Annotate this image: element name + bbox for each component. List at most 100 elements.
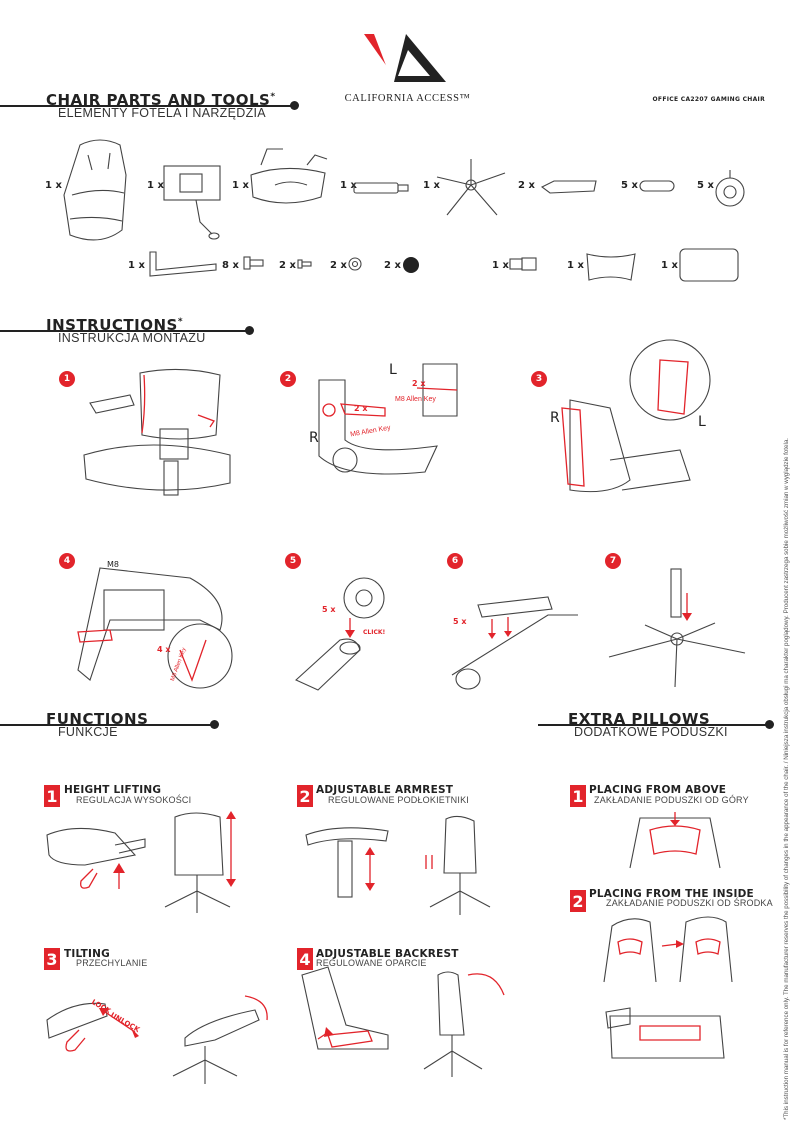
star-base-part-icon [436, 159, 506, 216]
gas-lift-part-icon [353, 182, 409, 194]
part-qty: 8 x [222, 260, 239, 271]
step-badge: 1 [59, 371, 75, 387]
instructions-title-mark: * [177, 317, 184, 327]
part-qty: 1 x [423, 180, 440, 191]
pillow-step-title: PLACING FROM THE INSIDE [589, 888, 754, 900]
step-badge: 4 [59, 553, 75, 569]
part-qty: 1 x [128, 260, 145, 271]
part-qty: 2 x [384, 260, 401, 271]
brand-logo [360, 30, 450, 92]
function-subtitle: REGULACJA WYSOKOŚCI [76, 795, 192, 805]
pillow-step-number: 2 [570, 890, 586, 912]
step2-qty-a: 2 x [412, 379, 426, 388]
step1-illustration [83, 368, 231, 496]
step5-qty: 5 x [322, 605, 336, 614]
functions-title: FUNCTIONS [46, 710, 149, 728]
step6-illustration [451, 596, 578, 690]
instructions-title: INSTRUCTIONS* [46, 316, 183, 334]
seat-part-icon [250, 148, 328, 204]
step-badge: 3 [531, 371, 547, 387]
pillow-step-number: 1 [570, 785, 586, 807]
function-title: HEIGHT LIFTING [64, 784, 162, 796]
tilt-mechanism-part-icon [163, 165, 221, 240]
pillow-step-subtitle: ZAKŁADANIE PODUSZKI OD ŚRODKA [606, 898, 773, 908]
functions-rule-dot [210, 720, 219, 729]
part-qty: 1 x [661, 260, 678, 271]
brand-name: CALIFORNIA ACCESS™ [344, 93, 471, 104]
function-number: 3 [44, 948, 60, 970]
caster-wheel-part-icon [715, 170, 745, 207]
part-qty: 1 x [567, 260, 584, 271]
head-pillow-part-icon [586, 253, 636, 281]
parts-subtitle: ELEMENTY FOTELA I NARZĘDZIA [58, 106, 266, 120]
step2-key-a: M8 Allen Key [395, 396, 436, 403]
short-bolt-part-icon [297, 259, 312, 269]
instructions-rule [0, 330, 250, 332]
pillow-step-subtitle: ZAKŁADANIE PODUSZKI OD GÓRY [594, 795, 749, 805]
step4-illustration [77, 567, 233, 689]
function-number: 1 [44, 785, 60, 807]
step2-label-L: L [389, 362, 397, 378]
part-qty: 1 x [232, 180, 249, 191]
step3-illustration [561, 339, 711, 493]
step-badge: 2 [280, 371, 296, 387]
function-title: TILTING [64, 948, 110, 960]
function-subtitle: REGULOWANE PODŁOKIETNIKI [328, 795, 469, 805]
pillow-from-inside-illustration [603, 916, 733, 1059]
part-qty: 2 x [518, 180, 535, 191]
washer-part-icon [348, 257, 362, 271]
part-qty: 5 x [697, 180, 714, 191]
disclaimer-vertical: *This instruction manual is for referenc… [779, 360, 795, 1120]
step-badge: 5 [285, 553, 301, 569]
step2-label-R: R [309, 430, 319, 446]
step7-illustration [608, 568, 746, 688]
allen-key-part-icon [149, 251, 217, 277]
tilting-illustration [46, 995, 268, 1084]
lumbar-pillow-part-icon [679, 248, 739, 282]
function-number: 4 [297, 948, 313, 970]
pillows-subtitle: DODATKOWE PODUSZKI [574, 725, 728, 739]
step-badge: 7 [605, 553, 621, 569]
step5-click: CLICK! [363, 629, 386, 636]
instructions-rule-dot [245, 326, 254, 335]
function-number: 2 [297, 785, 313, 807]
step4-qty: 4 x [157, 645, 171, 654]
adjustable-backrest-illustration [301, 966, 505, 1077]
functions-subtitle: FUNKCJE [58, 725, 118, 739]
adjustable-armrest-illustration [305, 815, 491, 915]
step2-illustration [318, 363, 458, 475]
model-name: OFFICE CA2207 GAMING CHAIR [652, 96, 765, 103]
part-qty: 2 x [279, 260, 296, 271]
armrest-part-icon [540, 180, 597, 194]
part-qty: 5 x [621, 180, 638, 191]
parts-rule-dot [290, 101, 299, 110]
step3-label-R: R [550, 410, 560, 426]
armpad-part-icon [639, 180, 675, 192]
buckle-part-icon [509, 257, 537, 271]
function-subtitle: PRZECHYLANIE [76, 958, 148, 968]
part-qty: 1 x [492, 260, 509, 271]
step3-label-L: L [698, 414, 706, 430]
parts-title-mark: * [270, 92, 276, 102]
step5-illustration [295, 577, 385, 691]
step6-qty: 5 x [453, 617, 467, 626]
part-qty: 1 x [147, 180, 164, 191]
functions-rule [0, 724, 215, 726]
step4-label-m8: M8 [107, 560, 119, 569]
backrest-part-icon [63, 139, 127, 241]
pillow-from-above-illustration [629, 812, 721, 869]
part-qty: 1 x [340, 180, 357, 191]
pillows-rule [538, 724, 770, 726]
height-lifting-illustration [46, 811, 236, 913]
function-title: ADJUSTABLE ARMREST [316, 784, 454, 796]
part-qty: 1 x [45, 180, 62, 191]
parts-rule [0, 105, 295, 107]
instructions-title-text: INSTRUCTIONS [46, 316, 178, 334]
step2-qty-b: 2 x [354, 404, 368, 413]
part-qty: 2 x [330, 260, 347, 271]
bolt-part-icon [243, 256, 264, 270]
function-title: ADJUSTABLE BACKREST [316, 948, 459, 960]
parts-title: CHAIR PARTS AND TOOLS* [46, 91, 276, 109]
disclaimer-text: *This instruction manual is for referenc… [783, 438, 790, 1120]
step-badge: 6 [447, 553, 463, 569]
